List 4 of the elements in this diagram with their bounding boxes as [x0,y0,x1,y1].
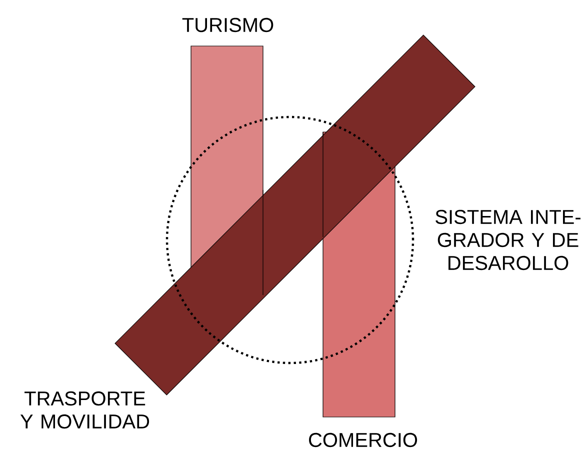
node-label: SISTEMA INTE- GRADOR Y DE DESAROLLO [436,210,580,270]
node-label: TRASPORTE Y MOVILIDAD [20,391,150,429]
node-label: TURISMO [182,18,274,32]
node-label: COMERCIO [309,432,418,448]
